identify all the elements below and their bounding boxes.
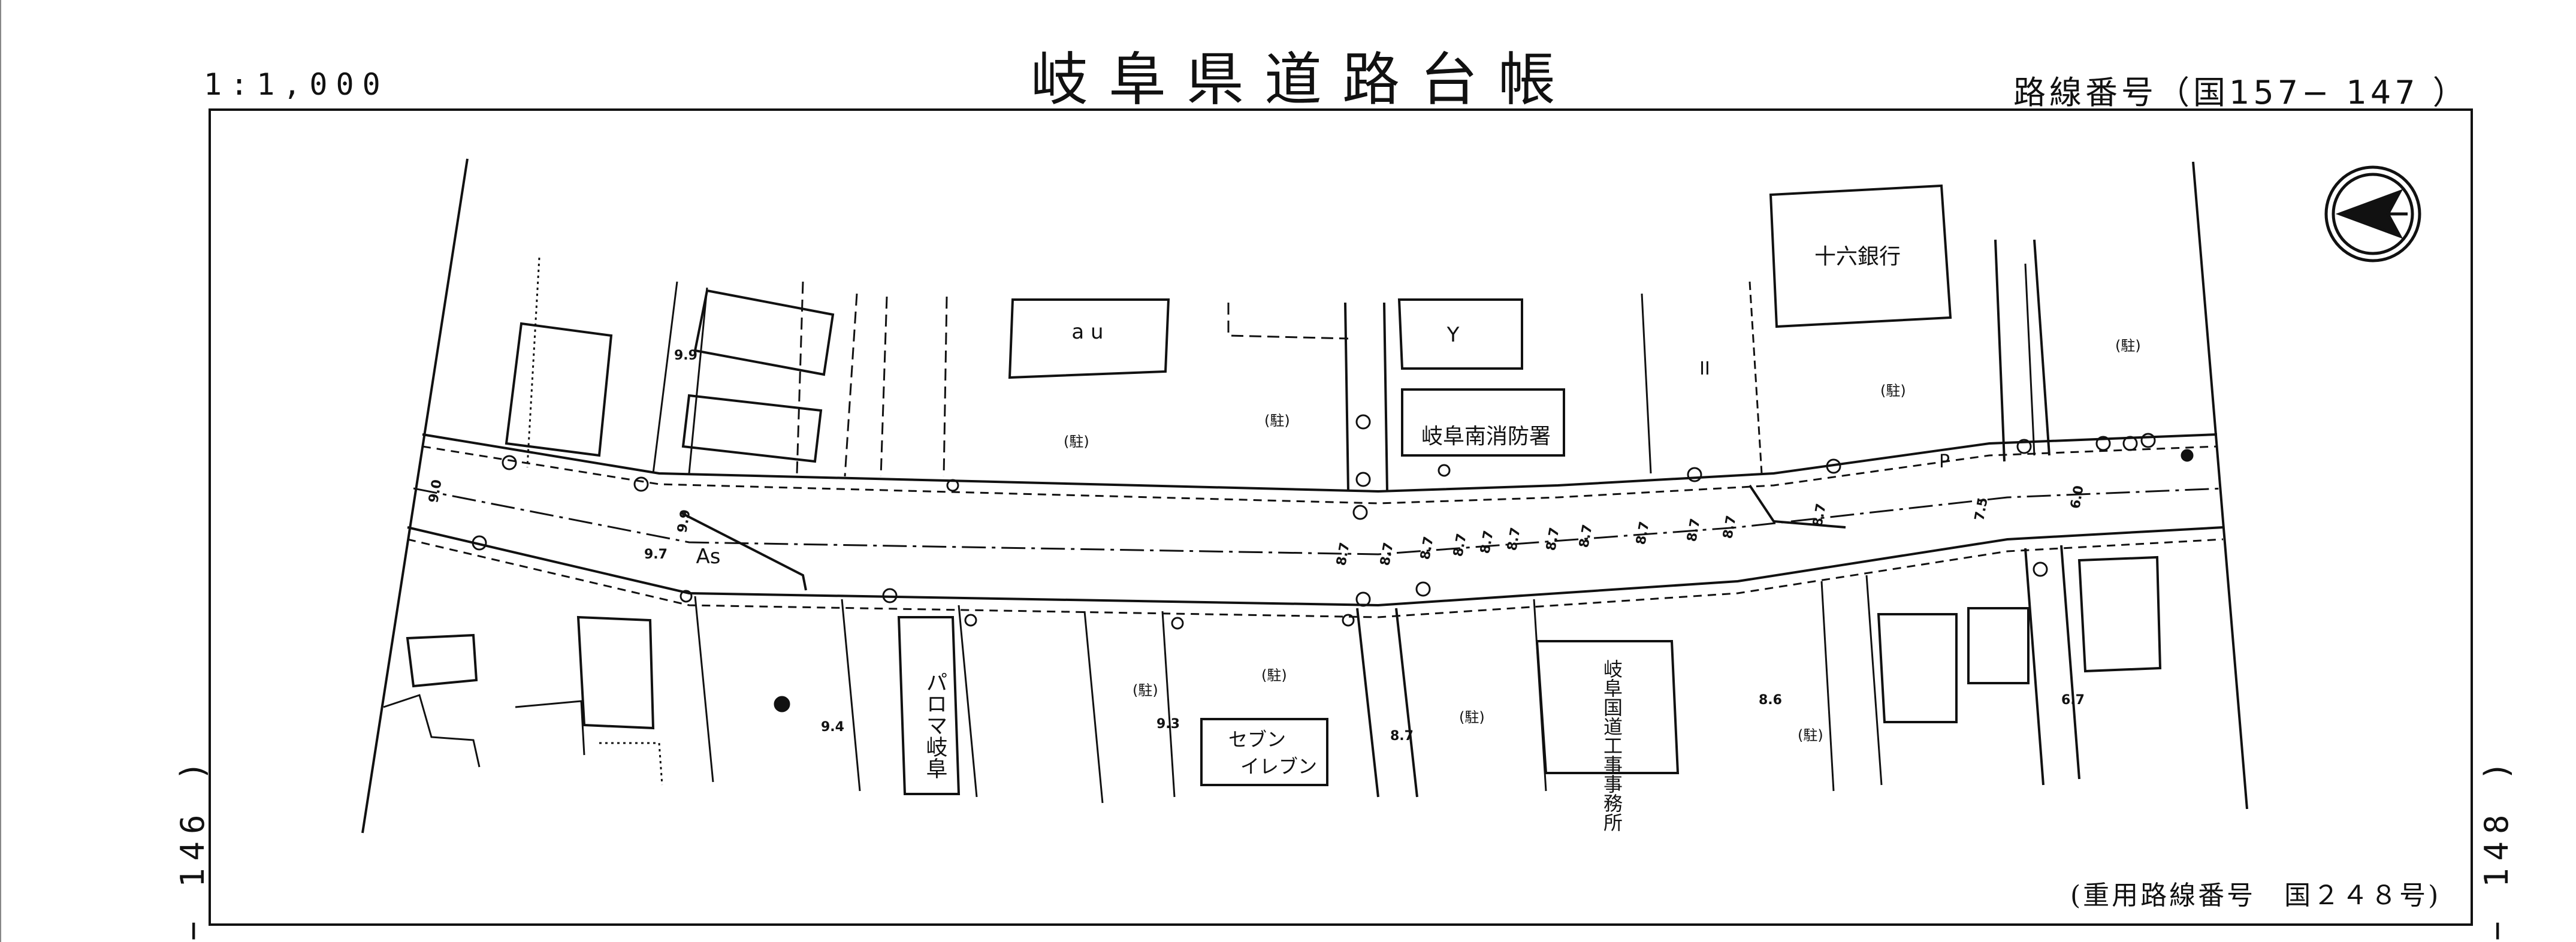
label-seven-eleven-1: セブン [1228, 728, 1286, 751]
label-post: Y [1446, 323, 1460, 347]
elevation-13: 8.7 [1505, 526, 1523, 552]
elevation-23: 6.7 [2061, 693, 2085, 708]
label-ii: II [1699, 358, 1710, 379]
elevation-6: 9.3 [1156, 717, 1180, 732]
alternate-route-number: (重用路線番号 国２４８号) [2070, 880, 2441, 911]
label-parking-7: (駐) [1459, 709, 1485, 726]
map-frame [209, 108, 2473, 926]
label-parking-5: (駐) [1133, 682, 1158, 699]
label-parking-8: (駐) [1798, 727, 1823, 744]
label-parking-2: (駐) [1264, 412, 1290, 429]
elevation-5: 9.4 [821, 720, 844, 735]
side-roads [680, 239, 2080, 798]
elevation-22: 6.0 [2068, 484, 2086, 510]
elevation-3: 9.7 [644, 547, 668, 562]
label-bank: 十六銀行 [1814, 244, 1901, 269]
label-road-office: 岐阜国道工事事務所 [1600, 659, 1623, 832]
elevation-17: 8.7 [1684, 517, 1703, 543]
label-fire-station: 岐阜南消防署 [1421, 424, 1551, 449]
label-parking-6: (駐) [1261, 667, 1287, 684]
elevation-2: 9.9 [674, 348, 697, 363]
label-parking-1: (駐) [1064, 433, 1089, 450]
buildings-south [406, 555, 2162, 795]
label-seven-eleven-2: イレブン [1240, 755, 1317, 778]
road-north-edge [422, 433, 2218, 505]
road-centerline [413, 487, 2224, 555]
elevation-9: 8.7 [1378, 541, 1396, 567]
elevation-8: 8.7 [1334, 541, 1352, 567]
elevation-14: 8.7 [1544, 526, 1562, 552]
route-number: 路線番号（国157− 147 ） [2013, 74, 2469, 111]
parcels-north [526, 257, 2036, 477]
elevation-1: 9.0 [426, 478, 445, 504]
north-arrow-icon [2324, 165, 2421, 262]
map-scale: 1:1,000 [204, 67, 389, 102]
label-parking-p: P [1939, 451, 1950, 472]
label-asphalt: As [696, 545, 721, 569]
utility-symbols [472, 414, 2194, 712]
elevation-7: 8.7 [1390, 729, 1414, 744]
elevation-21: 7.5 [1972, 496, 1991, 522]
buildings-north [505, 184, 1952, 463]
elevation-15: 8.7 [1577, 523, 1595, 549]
elevation-16: 8.7 [1633, 520, 1652, 546]
elevation-12: 8.7 [1478, 529, 1496, 555]
road-south-edge [407, 526, 2224, 618]
elevation-20: 8.7 [1810, 502, 1829, 528]
label-parking-4: (駐) [2115, 337, 2141, 354]
parcels-south [383, 575, 1883, 804]
label-parking-3: (駐) [1880, 382, 1906, 399]
label-au: a u [1071, 320, 1103, 344]
elevation-18: 8.7 [1720, 514, 1739, 540]
page-title: 岐阜県道路台帳 [1031, 46, 1576, 113]
elevation-19: 8.6 [1759, 693, 1782, 708]
elevation-11: 8.7 [1451, 532, 1469, 558]
elevation-10: 8.7 [1418, 535, 1436, 561]
elevation-4: 9.9 [675, 508, 693, 534]
label-paloma: パロマ岐阜 [923, 671, 947, 779]
